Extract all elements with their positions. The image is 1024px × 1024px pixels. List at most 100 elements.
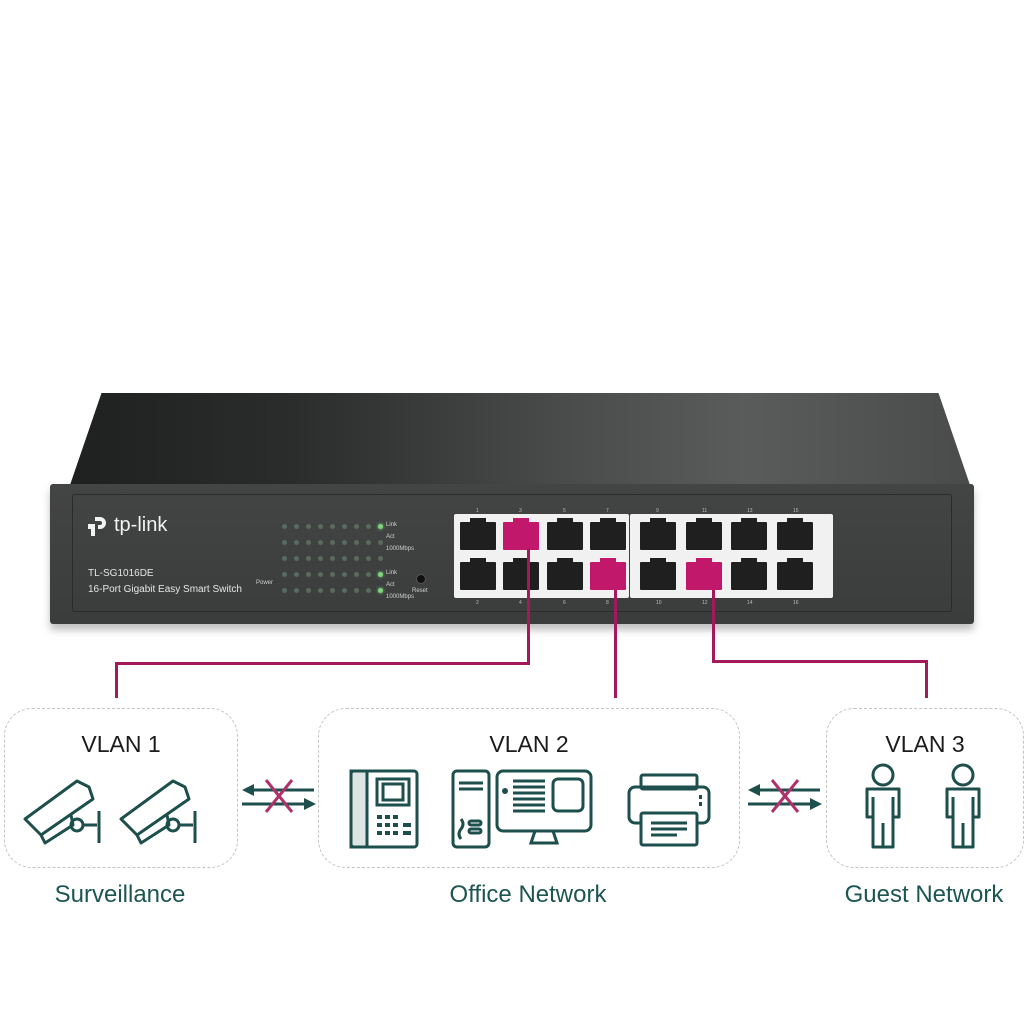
status-led [354, 572, 359, 577]
port-number-label: 9 [656, 508, 659, 514]
status-led [378, 524, 383, 529]
ethernet-port-5 [547, 518, 583, 550]
wire-vlan3-horizontal [712, 660, 928, 663]
status-led [318, 524, 323, 529]
wire-port3-vertical [527, 548, 530, 665]
status-led [330, 540, 335, 545]
ethernet-port-13 [731, 518, 767, 550]
ethernet-port-4 [503, 558, 539, 590]
status-led [366, 556, 371, 561]
blocked-traffic-icon [242, 779, 316, 813]
status-led [294, 588, 299, 593]
status-led [318, 540, 323, 545]
port-number-label: 7 [606, 508, 609, 514]
status-led [294, 556, 299, 561]
front-panel [72, 494, 952, 612]
led-legend-label: 1000Mbps [386, 594, 415, 600]
status-led [294, 524, 299, 529]
status-led [330, 572, 335, 577]
led-legend-label: Act [386, 582, 395, 588]
model-number: TL-SG1016DE [88, 568, 154, 579]
port-number-label: 13 [747, 508, 753, 514]
ethernet-port-10 [640, 558, 676, 590]
switch-top-cover [70, 393, 970, 485]
security-camera-icon [119, 779, 197, 845]
port-number-label: 12 [702, 600, 708, 606]
status-led [354, 556, 359, 561]
port-number-label: 11 [702, 508, 708, 514]
vlan2-caption: Office Network [449, 881, 607, 908]
port-number-label: 5 [563, 508, 566, 514]
vlan3-title: VLAN 3 [885, 731, 965, 757]
status-led [306, 572, 311, 577]
port-number-label: 1 [476, 508, 479, 514]
wire-vlan3-drop [925, 660, 928, 698]
ethernet-port-11 [686, 518, 722, 550]
ethernet-port-3 [503, 518, 539, 550]
port-number-label: 4 [519, 600, 522, 606]
status-led [282, 556, 287, 561]
ethernet-port-1 [460, 518, 496, 550]
status-led [366, 524, 371, 529]
port-number-label: 16 [793, 600, 799, 606]
ethernet-port-16 [777, 558, 813, 590]
person-icon [945, 763, 981, 849]
status-led [306, 588, 311, 593]
reset-button[interactable] [416, 574, 426, 584]
status-led [354, 540, 359, 545]
ethernet-port-9 [640, 518, 676, 550]
status-led [306, 524, 311, 529]
status-led [378, 572, 383, 577]
status-led [354, 524, 359, 529]
wire-vlan1-drop [115, 662, 118, 698]
power-label: Power [256, 580, 274, 586]
led-legend-label: Act [386, 534, 395, 540]
tp-link-logo-icon [88, 516, 106, 536]
blocked-traffic-icon [748, 779, 822, 813]
ethernet-port-12 [686, 558, 722, 590]
vlan1-box: VLAN 1 [4, 708, 238, 868]
vlan2-box: VLAN 2 [318, 708, 740, 868]
brand-logo: tp-link [86, 514, 167, 537]
status-led [354, 588, 359, 593]
ethernet-port-14 [731, 558, 767, 590]
ethernet-port-6 [547, 558, 583, 590]
status-led [342, 540, 347, 545]
port-number-label: 15 [793, 508, 799, 514]
person-icon [865, 763, 901, 849]
port-number-label: 3 [519, 508, 522, 514]
port-number-label: 6 [563, 600, 566, 606]
port-number-label: 2 [476, 600, 479, 606]
printer-icon [627, 773, 711, 847]
port-number-label: 14 [747, 600, 753, 606]
desktop-computer-icon [451, 769, 593, 849]
ip-phone-icon [349, 769, 419, 849]
vlan1-caption: Surveillance [54, 881, 186, 908]
port-number-label: 10 [656, 600, 662, 606]
status-led [378, 588, 383, 593]
security-camera-icon [23, 779, 101, 845]
status-led [306, 556, 311, 561]
status-led [282, 588, 287, 593]
status-led [342, 556, 347, 561]
vlan2-title: VLAN 2 [489, 731, 569, 757]
port-number-label: 8 [606, 600, 609, 606]
status-led [294, 540, 299, 545]
status-led [294, 572, 299, 577]
status-led [378, 556, 383, 561]
wire-port12-vertical [712, 590, 715, 663]
ethernet-port-15 [777, 518, 813, 550]
status-led [342, 572, 347, 577]
status-led [282, 524, 287, 529]
network-switch: tp-link TL-SG1016DE 16-Port Gigabit Easy… [50, 484, 974, 624]
status-led [330, 524, 335, 529]
status-led [378, 540, 383, 545]
status-led [318, 572, 323, 577]
brand-name: tp-link [114, 514, 168, 536]
led-legend-label: 1000Mbps [386, 546, 415, 552]
status-led [366, 572, 371, 577]
status-led [306, 540, 311, 545]
status-led [330, 556, 335, 561]
status-led [342, 524, 347, 529]
